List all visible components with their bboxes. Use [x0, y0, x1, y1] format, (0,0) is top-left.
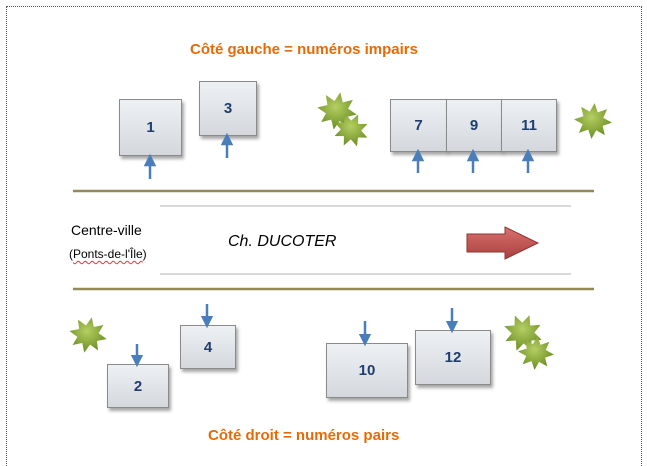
paren-close: ) — [142, 247, 147, 261]
house-number: 1 — [146, 119, 155, 136]
destination-place: Ponts-de-l'Île — [73, 247, 143, 261]
house-number: 12 — [444, 349, 462, 366]
house-number: 3 — [223, 100, 233, 117]
bush-icon — [65, 313, 111, 357]
house-number: 7 — [414, 117, 423, 134]
house-9: 9 — [446, 99, 502, 152]
street-name: Ch. DUCOTER — [228, 233, 337, 250]
house-11: 11 — [501, 99, 557, 152]
house-1: 1 — [119, 99, 182, 156]
house-12: 12 — [415, 330, 491, 385]
paren-open: ( — [69, 247, 73, 261]
destination-subtitle: (Ponts-de-l'Île) — [69, 247, 147, 261]
house-3: 3 — [199, 81, 257, 136]
house-number: 2 — [133, 377, 143, 395]
house-2: 2 — [107, 364, 169, 408]
house-number: 10 — [358, 362, 376, 379]
house-number: 11 — [521, 117, 537, 134]
odd-side-heading: Côté gauche = numéros impairs — [190, 41, 418, 58]
destination-city: Centre-ville — [71, 222, 142, 238]
right-arrow-icon — [466, 226, 540, 260]
bush-icon — [572, 101, 614, 141]
house-number: 4 — [203, 338, 213, 356]
house-4: 4 — [180, 325, 236, 369]
even-side-heading: Côté droit = numéros pairs — [208, 427, 400, 444]
house-number: 9 — [469, 117, 479, 134]
house-10: 10 — [326, 343, 408, 398]
house-7: 7 — [390, 99, 447, 152]
diagram-frame — [6, 6, 642, 466]
